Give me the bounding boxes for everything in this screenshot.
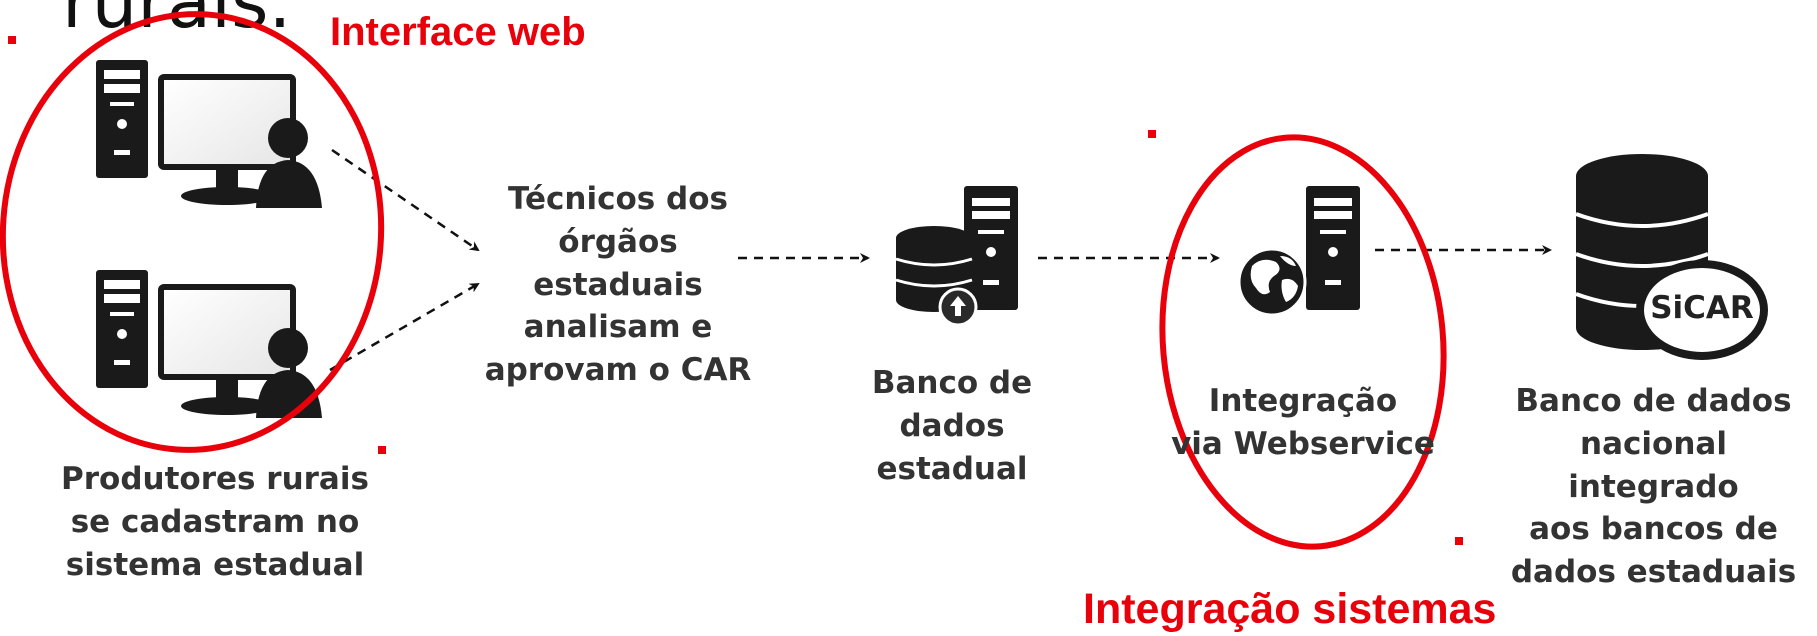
interface-web-label: Interface web: [330, 10, 586, 54]
computer-user-icon: [96, 60, 322, 208]
cut-title: rurais.: [62, 0, 292, 44]
highlight-ellipse-interface: [0, 11, 385, 453]
integracao-sistemas-label: Integração sistemas: [1083, 585, 1497, 633]
bullet-marker: [1148, 130, 1156, 138]
producers-label: Produtores rurais se cadastram no sistem…: [61, 461, 369, 583]
integration-label: Integração via Webservice: [1171, 383, 1435, 462]
national-db-label: Banco de dados nacional integrado aos ba…: [1510, 383, 1797, 591]
highlight-ellipse-integration: [1159, 134, 1447, 550]
arrow-dashed: [331, 148, 480, 252]
bullet-marker: [1455, 537, 1463, 545]
bullet-marker: [8, 36, 16, 44]
server-globe-icon: [1237, 186, 1360, 317]
computer-user-icon: [96, 270, 322, 418]
server-database-icon: [895, 186, 1018, 327]
arrow-dashed: [329, 282, 480, 372]
bullet-marker: [378, 446, 386, 454]
sicar-label: SiCAR: [1650, 290, 1754, 326]
state-db-label: Banco de dados estadual: [871, 365, 1033, 487]
technicians-label: Técnicos dos órgãos estaduais analisam e…: [484, 181, 752, 389]
database-icon: [1575, 154, 1768, 360]
